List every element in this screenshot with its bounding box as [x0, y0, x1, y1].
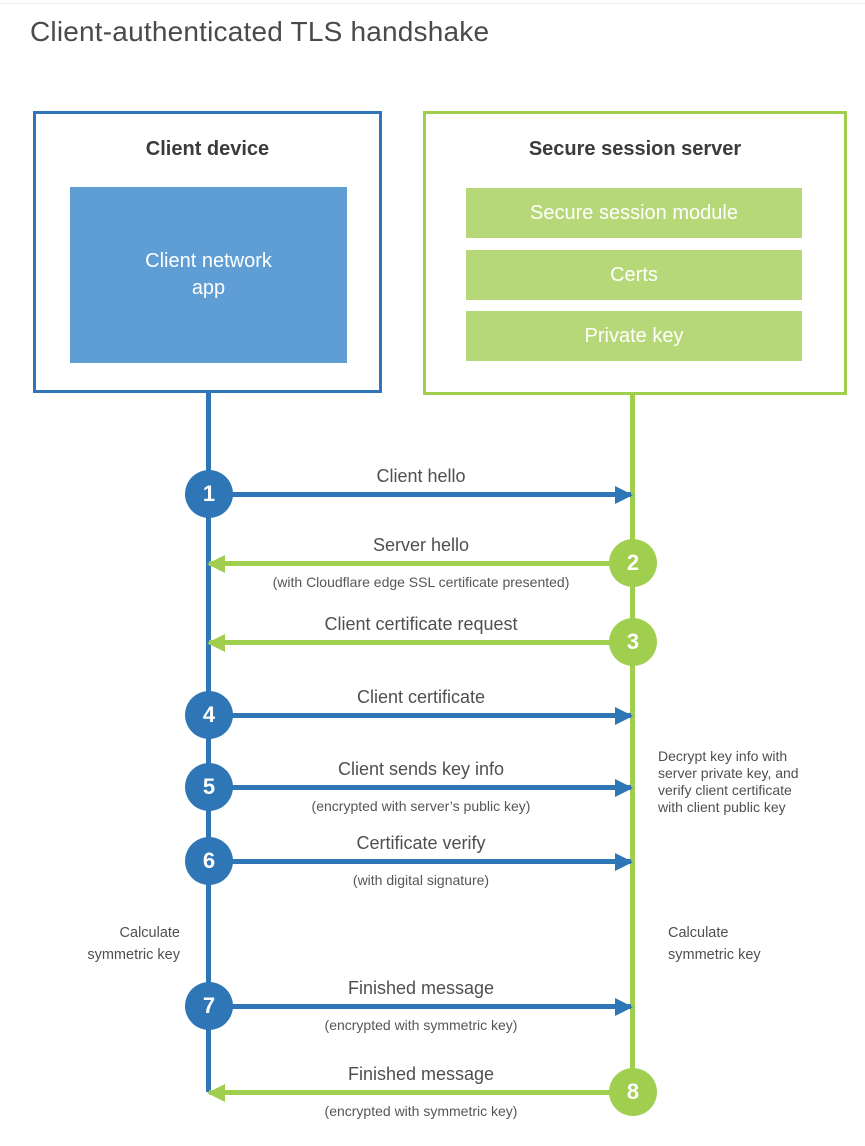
secure-session-server-panel: Secure session server Secure session mod…: [423, 111, 847, 395]
step-8-arrow-left-icon: [209, 1090, 629, 1095]
page-title: Client-authenticated TLS handshake: [30, 16, 490, 47]
secure-session-module-bar: Secure session module: [466, 188, 802, 238]
step-6-arrow-right-icon: [211, 859, 631, 864]
client-calculate-symmetric-key-note: Calculate symmetric key: [87, 925, 180, 964]
private-key-bar: Private key: [466, 311, 802, 361]
step-5-arrow-right-icon: [211, 785, 631, 790]
server-lifeline: [630, 395, 635, 1093]
step-3-badge: 3: [609, 618, 657, 666]
server-decrypt-note: Decrypt key info with server private key…: [658, 748, 799, 816]
step-8-sublabel: (encrypted with symmetric key): [324, 1103, 518, 1119]
step-7-sublabel: (encrypted with symmetric key): [324, 1017, 518, 1033]
step-7-badge: 7: [185, 982, 233, 1030]
step-4-label: Client certificate: [356, 687, 486, 707]
step-5-sublabel: (encrypted with server’s public key): [311, 798, 531, 814]
client-network-app-box: Client network app: [70, 187, 347, 363]
step-3-arrow-left-icon: [209, 640, 629, 645]
top-divider: [0, 3, 865, 4]
client-lifeline: [206, 393, 211, 1092]
step-6-sublabel: (with digital signature): [352, 872, 490, 888]
step-2-sublabel: (with Cloudflare edge SSL certificate pr…: [272, 574, 570, 590]
step-1-badge: 1: [185, 470, 233, 518]
step-1-label: Client hello: [376, 466, 466, 486]
step-4-badge: 4: [185, 691, 233, 739]
server-calculate-symmetric-key-note: Calculate symmetric key: [668, 925, 761, 964]
step-5-badge: 5: [185, 763, 233, 811]
step-7-label: Finished message: [347, 978, 495, 998]
secure-session-server-title: Secure session server: [528, 138, 742, 160]
step-2-badge: 2: [609, 539, 657, 587]
step-8-badge: 8: [609, 1068, 657, 1116]
step-5-label: Client sends key info: [337, 759, 505, 779]
step-4-arrow-right-icon: [211, 713, 631, 718]
client-device-title: Client device: [145, 138, 270, 160]
step-2-arrow-left-icon: [209, 561, 629, 566]
step-1-arrow-right-icon: [211, 492, 631, 497]
step-8-label: Finished message: [347, 1064, 495, 1084]
step-2-label: Server hello: [372, 535, 470, 555]
certs-bar: Certs: [466, 250, 802, 300]
step-7-arrow-right-icon: [211, 1004, 631, 1009]
step-6-badge: 6: [185, 837, 233, 885]
step-6-label: Certificate verify: [356, 833, 486, 853]
step-3-label: Client certificate request: [324, 614, 518, 634]
client-device-panel: Client device Client network app: [33, 111, 382, 393]
